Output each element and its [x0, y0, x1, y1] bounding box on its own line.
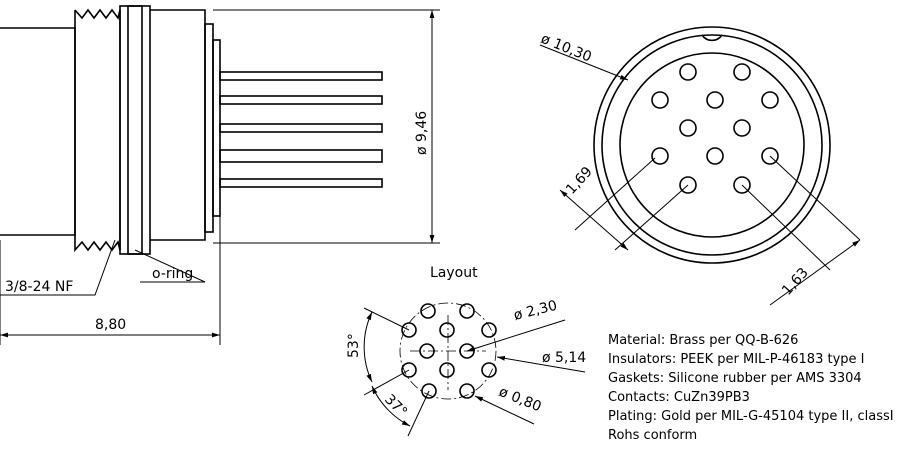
layout-pins: [401, 303, 497, 399]
side-view: ø 9,46 3/8-24 NF o-ring 8,80: [0, 5, 440, 345]
spec-gaskets: Gaskets: Silicone rubber per AMS 3304: [608, 371, 862, 386]
front-view: ø 10,30 1,69 1,63: [539, 26, 861, 306]
spec-material: Material: Brass per QQ-B-626: [608, 333, 798, 348]
spec-rohs: Rohs conform: [608, 428, 697, 443]
spec-notes: Material: Brass per QQ-B-626 Insulators:…: [608, 333, 894, 443]
length-label: 8,80: [95, 317, 126, 333]
dim-a-label: 1,69: [563, 164, 596, 198]
dim-b-label: 1,63: [779, 265, 812, 299]
outer-diameter-label: ø 10,30: [539, 31, 594, 66]
thread-label: 3/8-24 NF: [5, 279, 73, 295]
contact-pins: [219, 71, 383, 188]
oring-label: o-ring: [152, 266, 193, 282]
center-hole-label: ø 2,30: [512, 298, 559, 324]
front-pins: [651, 63, 779, 194]
angle-a-label: 53°: [346, 333, 362, 358]
diameter-label: ø 9,46: [414, 111, 430, 155]
spec-contacts: Contacts: CuZn39PB3: [608, 390, 750, 405]
pitch-circle-label: ø 5,14: [542, 350, 586, 366]
layout-view: Layout 53° 37° ø 2,30 ø 5,14 ø 0,80: [346, 265, 586, 437]
layout-title: Layout: [430, 265, 478, 281]
angle-b-label: 37°: [381, 392, 410, 421]
spec-plating: Plating: Gold per MIL-G-45104 type II, c…: [608, 409, 894, 424]
spec-insulators: Insulators: PEEK per MIL-P-46183 type I: [608, 352, 865, 367]
pin-label: ø 0,80: [497, 384, 544, 415]
